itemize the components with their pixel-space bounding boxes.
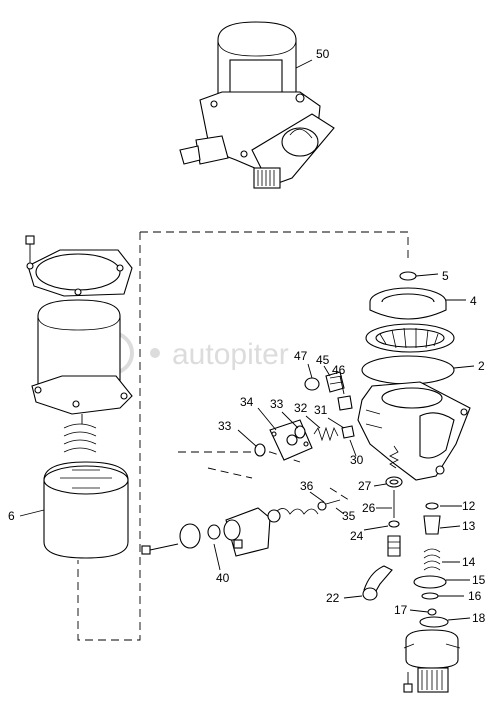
callout-13: 13: [462, 519, 476, 533]
callout-24: 24: [350, 529, 364, 543]
callout-45: 45: [316, 353, 330, 367]
callout-50: 50: [316, 47, 330, 61]
callout-4: 4: [470, 294, 477, 308]
callout-5: 5: [442, 269, 449, 283]
callout-27: 27: [358, 479, 372, 493]
callout-30: 30: [350, 453, 364, 467]
callout-6: 6: [8, 509, 15, 523]
inlet-fittings: [304, 371, 353, 411]
heater-column: [403, 502, 461, 693]
callout-15: 15: [472, 573, 486, 587]
callout-35: 35: [342, 509, 356, 523]
callout-2: 2: [478, 359, 485, 373]
callout-14: 14: [462, 555, 476, 569]
callout-33a: 33: [218, 419, 232, 433]
right-rings-group: [361, 271, 455, 385]
callout-33b: 33: [270, 397, 284, 411]
callout-46: 46: [332, 363, 346, 377]
dryer-housing: [357, 381, 471, 481]
dashed-boundary: [77, 231, 409, 641]
drain-valve-column: [362, 445, 403, 601]
purge-valve-group: [141, 499, 341, 557]
check-valve-group: [254, 419, 355, 461]
callout-16: 16: [468, 589, 482, 603]
callout-40: 40: [216, 571, 230, 585]
callout-22: 22: [326, 591, 340, 605]
callout-18: 18: [472, 611, 486, 625]
callout-12: 12: [462, 499, 476, 513]
callout-47: 47: [294, 349, 308, 363]
complete-dryer-assembly: [179, 21, 335, 189]
callout-26: 26: [362, 501, 376, 515]
callout-17: 17: [394, 603, 408, 617]
watermark: a autopiter: [90, 331, 289, 375]
callout-32: 32: [294, 401, 308, 415]
watermark-text: autopiter: [172, 338, 289, 371]
callout-36: 36: [300, 479, 314, 493]
callout-34: 34: [240, 395, 254, 409]
callout-31: 31: [314, 403, 328, 417]
left-housing-group: [25, 235, 133, 559]
